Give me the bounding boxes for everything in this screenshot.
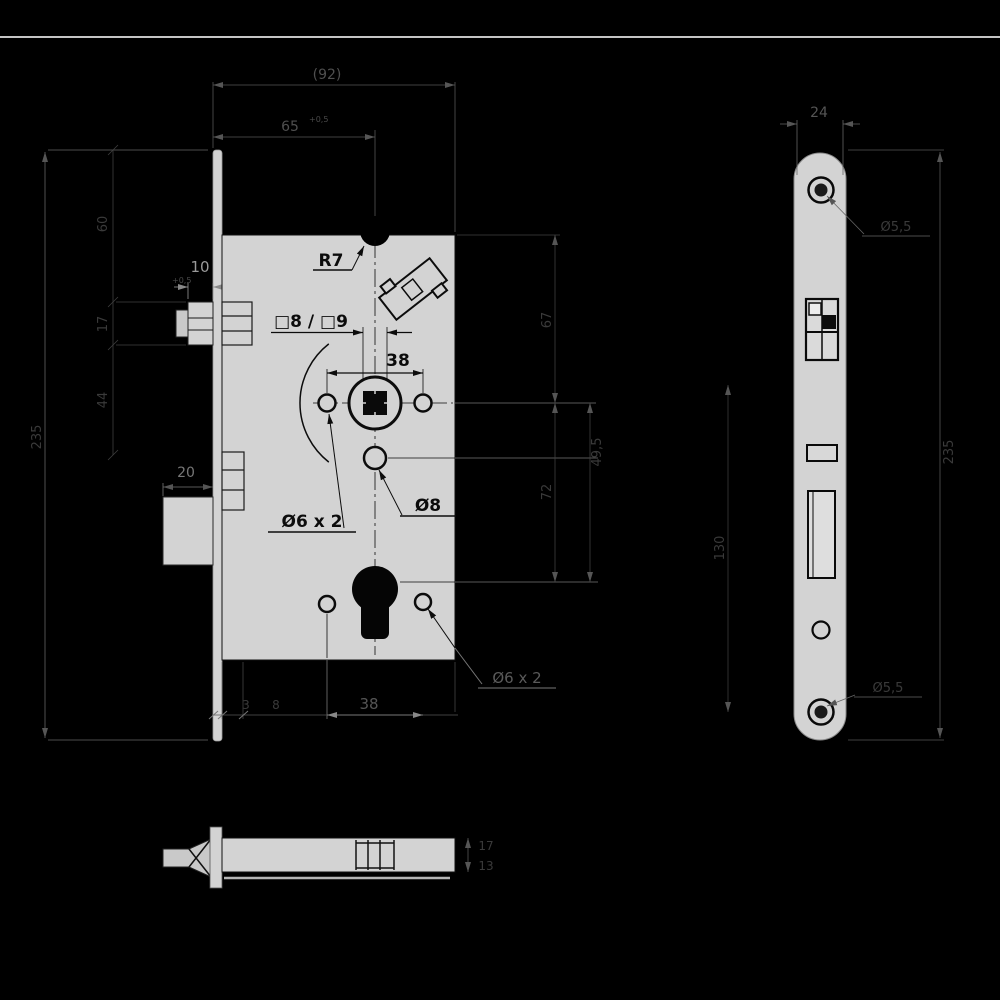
- deadbolt: [162, 496, 214, 566]
- lever-inner: [400, 277, 424, 302]
- bottom-dims: [208, 614, 458, 720]
- handle-hole-left: [317, 393, 337, 413]
- center-hole: [362, 445, 388, 471]
- faceplate-width-label: 24: [810, 105, 828, 121]
- left-chain-dim: [107, 144, 186, 461]
- cylinder-screw-hole-right: [413, 592, 433, 612]
- bottom-screw-label: Ø5,5: [873, 681, 904, 696]
- cylinder-holes-label: Ø6 x 2: [492, 669, 541, 687]
- left-dim-1: 60: [96, 216, 111, 233]
- tick: [107, 449, 119, 461]
- spindle-square-hole: [363, 391, 387, 415]
- hole-spacing-dim: [326, 369, 424, 393]
- aux-cutout: [806, 444, 838, 462]
- case-depth-label: (92): [313, 67, 342, 83]
- hole-spacing-label: 38: [386, 351, 410, 371]
- deadbolt-throw-dim: [162, 483, 213, 496]
- hub-width-label: 13: [478, 859, 493, 873]
- case-offset-label: 8: [272, 698, 280, 712]
- lever-tab: [430, 281, 449, 300]
- latch-bolt: [187, 301, 214, 346]
- tick: [107, 144, 119, 156]
- right-dim-3: 49,5: [590, 438, 605, 467]
- lever-tab: [379, 277, 397, 295]
- latch-bolt-tip: [175, 309, 190, 338]
- faceplate-edge: [212, 149, 223, 742]
- bottom-screw-leader: [826, 694, 856, 707]
- right-chain-dims: [388, 234, 598, 583]
- left-dim-3: 44: [96, 392, 111, 409]
- guide-outline: [221, 451, 245, 511]
- top-screw-leader: [826, 195, 865, 235]
- left-dim-2: 17: [96, 316, 111, 333]
- bottom-screw-hole-center: [814, 705, 828, 719]
- faceplate-length-label: 235: [942, 440, 957, 465]
- latch-tolerance: +0,5: [172, 276, 191, 285]
- bottom-view: 17 13: [162, 826, 494, 889]
- bottom-hole-spacing-label: 38: [359, 695, 378, 713]
- plate-length-label-left: 235: [30, 425, 45, 450]
- backset-tolerance: +0,5: [309, 115, 328, 124]
- lock-case: [221, 234, 456, 661]
- faceplate-small-hole: [811, 620, 831, 640]
- cylinder-screw-hole-left: [317, 594, 337, 614]
- latch-bevel: [162, 838, 212, 878]
- handle-holes-leader: [327, 413, 345, 529]
- deadbolt-cutout: [807, 490, 836, 579]
- backset-label: 65: [281, 119, 299, 135]
- bevel-seam: [188, 848, 212, 878]
- latch-cutout-block: [808, 302, 822, 316]
- latch-housing-detail: [221, 301, 253, 511]
- handle-arc: [299, 343, 330, 463]
- deadbolt-throw-label: 20: [177, 465, 195, 481]
- tick: [107, 296, 119, 308]
- faceplate-view: 24 Ø5,5 Ø5,5 130: [713, 105, 957, 741]
- faceplate-bar: [209, 826, 223, 889]
- faceplate-length-dim: [848, 149, 944, 741]
- radius-label: R7: [319, 251, 344, 271]
- right-dim-2: 72: [540, 484, 555, 501]
- center-hole-leader: [378, 469, 403, 516]
- spindle-label: □8 / □9: [274, 312, 348, 332]
- tick: [208, 710, 219, 720]
- left-plate-length-dim: [42, 149, 208, 741]
- r7-leader: [351, 245, 365, 271]
- cylinder-hole-stem: [361, 589, 389, 639]
- front-view: 235 60 17 44 (92) 65 +0,5: [30, 67, 605, 742]
- housing-outline: [221, 301, 253, 346]
- case-thickness-label: 17: [478, 839, 493, 853]
- top-notch: [360, 216, 390, 246]
- handle-hole-right: [413, 393, 433, 413]
- right-dim-1: 67: [540, 312, 555, 329]
- top-screw-hole-center: [814, 183, 828, 197]
- plate-thickness-label: 3: [242, 698, 250, 712]
- top-screw-label: Ø5,5: [881, 220, 912, 235]
- tick: [107, 339, 119, 351]
- latch-cutout: [804, 297, 840, 362]
- change-lever: [377, 256, 449, 322]
- top-dims: [212, 82, 456, 238]
- cyl-holes-leader-inner: [427, 608, 456, 649]
- faceplate-width-dim: [780, 120, 860, 175]
- square-center-ticks: [360, 388, 390, 418]
- tick: [238, 710, 249, 720]
- latch-cutout-dark: [822, 315, 836, 329]
- tick: [217, 710, 228, 720]
- hub-section: [355, 840, 395, 870]
- handle-holes-label: Ø6 x 2: [282, 512, 343, 532]
- center-hole-label: Ø8: [415, 496, 441, 516]
- cyl-holes-leader-outer: [454, 647, 483, 685]
- inner-dim-label: 130: [713, 536, 728, 561]
- bevel-seam: [188, 838, 212, 868]
- latch-projection-label: 10: [190, 258, 209, 276]
- case-bar: [221, 837, 456, 873]
